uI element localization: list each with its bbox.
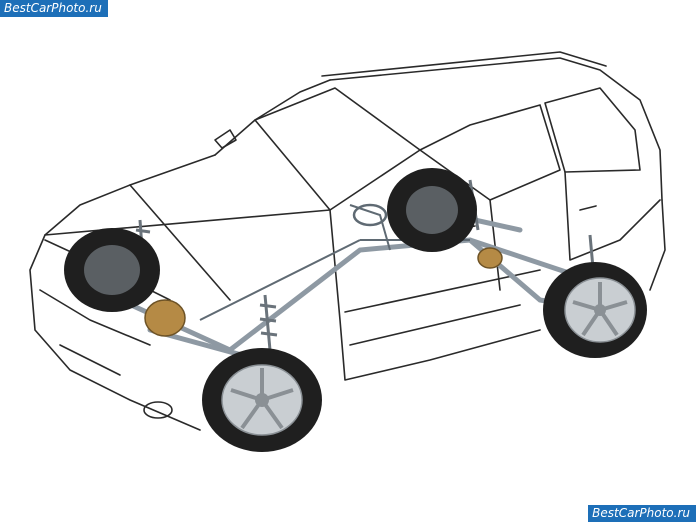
rear-right-wheel (543, 262, 647, 358)
car-body-outline (29, 51, 666, 431)
front-left-wheel (64, 228, 160, 312)
watermark-top-left: BestCarPhoto.ru (0, 0, 108, 17)
rear-left-wheel (387, 168, 477, 252)
chassis-frame (117, 207, 603, 363)
front-right-wheel (202, 348, 322, 452)
rear-differential (477, 247, 503, 269)
watermark-bottom-right: BestCarPhoto.ru (588, 505, 696, 522)
front-differential (144, 299, 186, 337)
steering-wheel (352, 203, 388, 227)
